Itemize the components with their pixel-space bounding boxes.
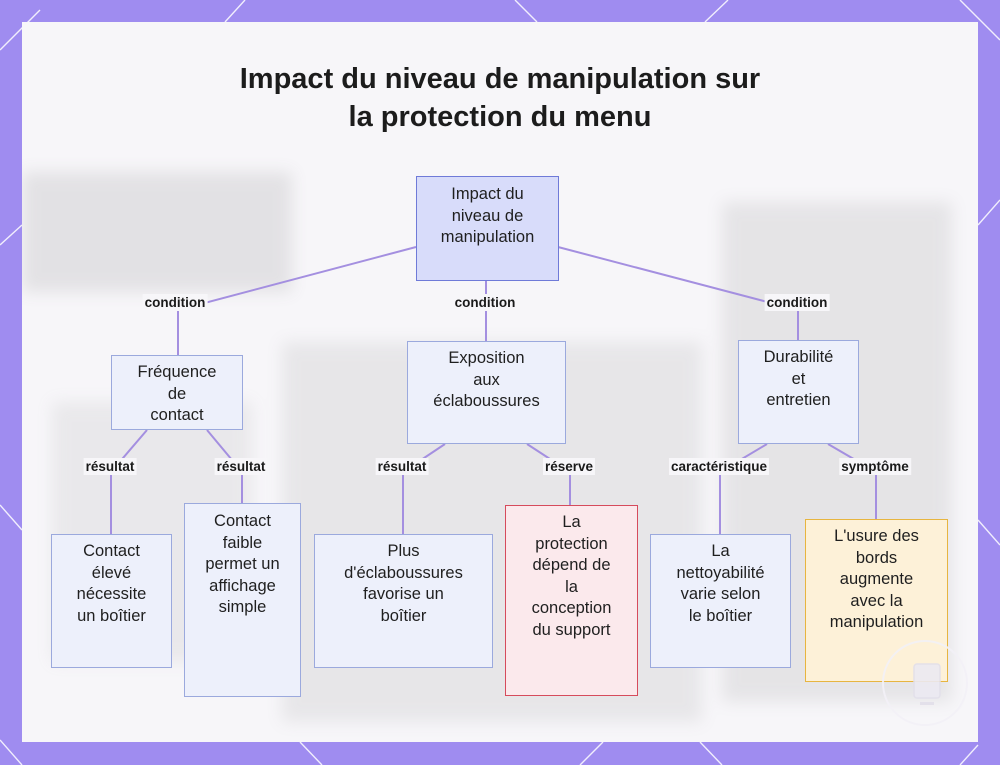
title-line-1: Impact du niveau de manipulation sur (239, 63, 761, 95)
title-line-2: la protection du menu (348, 101, 652, 133)
node-high-contact: Contact élevé nécessite un boîtier (51, 534, 172, 668)
edge-frequency-high (110, 429, 148, 534)
document-icon (913, 663, 941, 705)
node-durability: Durabilité et entretien (738, 340, 859, 444)
node-frequency: Fréquence de contact (111, 355, 243, 430)
node-root: Impact du niveau de manipulation (416, 176, 559, 281)
diagram-title: Impact du niveau de manipulation sur la … (100, 60, 900, 136)
edge-label-caracteristique: caractéristique (668, 458, 770, 475)
edge-label-resultat-1: résultat (83, 458, 137, 475)
edge-label-symptome: symptôme (839, 458, 911, 475)
edge-label-reserve: réserve (542, 458, 596, 475)
edge-root-durability (557, 246, 799, 340)
node-more-splash: Plus d'éclaboussures favorise un boîtier (314, 534, 493, 668)
edge-label-condition-center: condition (452, 294, 518, 311)
edge-label-resultat-2: résultat (214, 458, 268, 475)
edge-label-resultat-3: résultat (375, 458, 429, 475)
watermark-badge (882, 640, 968, 726)
edge-label-condition-left: condition (142, 294, 208, 311)
node-cleanability: La nettoyabilité varie selon le boîtier (650, 534, 791, 668)
edge-durability-wear (827, 443, 877, 519)
node-low-contact: Contact faible permet un affichage simpl… (184, 503, 301, 697)
edge-root-frequency (177, 246, 417, 355)
node-exposure: Exposition aux éclaboussures (407, 341, 566, 444)
edge-label-condition-right: condition (764, 294, 830, 311)
node-support-design: La protection dépend de la conception du… (505, 505, 638, 696)
